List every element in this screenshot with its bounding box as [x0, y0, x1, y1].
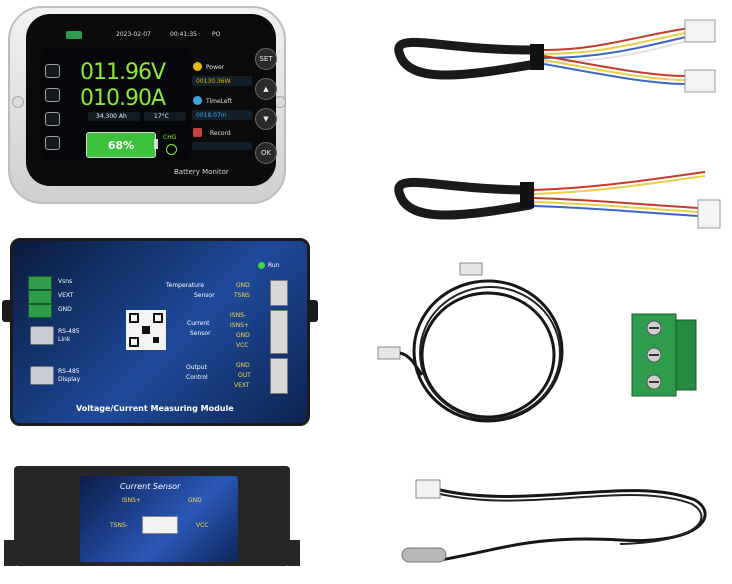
pin-out: OUT — [238, 372, 251, 379]
input-label-vext: VEXT — [58, 292, 74, 299]
pin-isns-plus: ISNS+ — [230, 322, 249, 329]
temperature-terminal — [270, 280, 288, 306]
connector-plug — [697, 199, 721, 229]
probe-cable — [401, 479, 707, 563]
power-field: 00130.36W — [192, 76, 252, 86]
rs485-display-label-1: RS-485 — [58, 368, 80, 375]
current-sensor-label-1: Current — [187, 320, 210, 327]
run-label: Run — [268, 262, 280, 269]
battery-level-gauge: 68% — [86, 132, 156, 158]
sensor-foot-right — [288, 540, 300, 566]
timeleft-label: TimeLeft — [206, 98, 232, 105]
pin-vext: VEXT — [234, 382, 250, 389]
cable-with-one-connector — [394, 171, 721, 229]
capacity-field: 34.300 Ah — [88, 112, 140, 121]
time-text: 00:41:35 — [170, 31, 197, 38]
connection-icon — [66, 31, 82, 39]
input-label-vsns: Vsns — [58, 278, 73, 285]
rs485-link-label-2: Link — [58, 336, 71, 343]
rs485-link-label-1: RS-485 — [58, 328, 80, 335]
temperature-field: 17°C — [144, 112, 186, 121]
current-terminal — [270, 310, 288, 354]
brand-label: Battery Monitor — [174, 168, 229, 176]
temperature-value: 17°C — [154, 113, 169, 120]
rs485-link-port — [30, 326, 54, 345]
pin-isns-minus: ISNS- — [230, 312, 247, 319]
output-control-label-2: Control — [186, 374, 208, 381]
power-label: Power — [206, 64, 225, 71]
cable-sleeve — [530, 44, 544, 70]
clock-icon — [193, 96, 202, 105]
pin-gnd-out: GND — [236, 362, 250, 369]
battery-tip — [154, 139, 158, 149]
status-bar: 2023-02-07 00:41:35 — [66, 30, 197, 40]
up-button[interactable]: ▲ — [255, 78, 277, 100]
timeleft-value: 0018.07m — [196, 112, 227, 119]
sensor-pin-vcc: VCC — [196, 522, 209, 529]
charge-icon — [166, 144, 177, 155]
sensor-foot-left — [4, 540, 16, 566]
settings-icon — [45, 112, 60, 126]
mount-tab-left — [2, 300, 12, 322]
output-terminal — [270, 358, 288, 394]
battery-icon — [45, 64, 60, 78]
temperature-sensor-label-1: Temperature — [166, 282, 205, 289]
record-label: Record — [210, 130, 231, 137]
capacity-value: 34.300 Ah — [96, 113, 127, 120]
down-button[interactable]: ▼ — [255, 108, 277, 130]
timeleft-field: 0018.07m — [192, 110, 252, 120]
power-icon — [193, 62, 202, 71]
sensor-title: Current Sensor — [120, 482, 181, 491]
module-title: Voltage/Current Measuring Module — [76, 404, 234, 413]
ok-button[interactable]: OK — [255, 142, 277, 164]
cable-with-two-connectors — [394, 19, 716, 93]
input-terminal — [28, 290, 52, 304]
input-label-gnd: GND — [58, 306, 72, 313]
sensor-pin-isns: ISNS+ — [122, 497, 141, 504]
rj-plug — [459, 262, 483, 276]
probe-connector — [415, 479, 441, 499]
record-icon — [193, 128, 202, 137]
output-control-label-1: Output — [186, 364, 207, 371]
screw-terminal-block — [631, 313, 697, 397]
pow-label: PO — [212, 31, 221, 38]
qr-code — [126, 310, 166, 350]
run-led — [258, 262, 265, 269]
set-button[interactable]: SET — [255, 48, 277, 70]
chg-label: CHG — [163, 134, 177, 141]
voltage-readout: 011.96V — [80, 60, 166, 85]
current-sensor-label-2: Sensor — [190, 330, 211, 337]
connector-plug — [684, 19, 716, 43]
steel-probe — [401, 547, 447, 563]
date-text: 2023-02-07 — [116, 31, 151, 38]
phone-icon — [45, 88, 60, 102]
mounting-hole-left — [12, 96, 24, 108]
rj-plug — [377, 346, 401, 360]
temperature-probe-cable — [377, 262, 564, 423]
rs485-display-port — [30, 366, 54, 385]
sensor-pin-tsns: TSNS- — [110, 522, 128, 529]
connection-cables — [394, 19, 721, 229]
pin-gnd-current: GND — [236, 332, 250, 339]
record-field — [192, 142, 252, 150]
rs485-display-label-2: Display — [58, 376, 81, 383]
chart-icon — [45, 136, 60, 150]
sensor-pin-gnd: GND — [188, 497, 202, 504]
sensor-connector — [142, 516, 178, 534]
cable-sleeve — [520, 182, 534, 208]
power-value: 00130.36W — [196, 78, 231, 85]
mount-tab-right — [308, 300, 318, 322]
current-readout: 010.90A — [80, 86, 166, 111]
input-terminal — [28, 304, 52, 318]
pin-vcc: VCC — [236, 342, 249, 349]
temperature-sensor-label-2: Sensor — [194, 292, 215, 299]
battery-percent: 68% — [107, 138, 135, 152]
pin-tsns: TSNS — [234, 292, 250, 299]
input-terminal — [28, 276, 52, 290]
pin-gnd-temp: GND — [236, 282, 250, 289]
connector-plug — [684, 69, 716, 93]
